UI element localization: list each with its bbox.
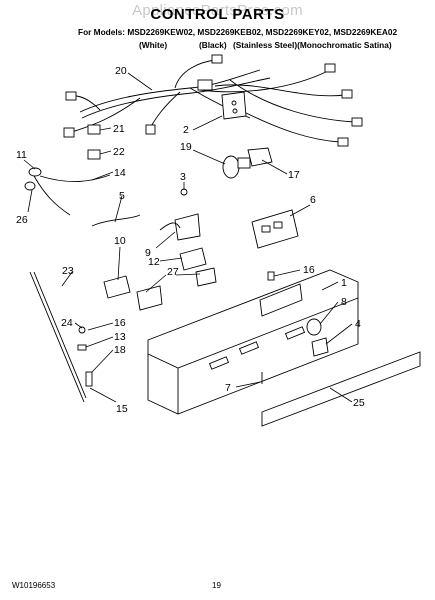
switch-part-4: [311, 337, 329, 357]
callout-5: 5: [119, 190, 125, 202]
callout-11: 11: [16, 149, 27, 161]
tube-part: [91, 214, 141, 227]
callout-16-upper: 16: [303, 264, 315, 276]
leader-lines: [23, 72, 353, 403]
label-part-27b: [195, 267, 217, 287]
bracket-part-12: [179, 247, 207, 271]
callout-14: 14: [114, 167, 126, 179]
control-board-part: [251, 209, 299, 249]
callout-20: 20: [115, 65, 127, 77]
connector-part-22: [87, 149, 101, 160]
callout-13: 13: [114, 331, 126, 343]
callout-25: 25: [353, 397, 365, 409]
callout-23: 23: [62, 265, 74, 277]
trim-part: [261, 351, 421, 427]
light-bulb-part: [222, 147, 273, 179]
callout-6: 6: [310, 194, 316, 206]
callout-15: 15: [116, 403, 128, 415]
callout-10: 10: [114, 235, 126, 247]
plate-part: [221, 91, 247, 120]
knob-part: [306, 318, 322, 336]
callout-8: 8: [341, 296, 347, 308]
callout-18: 18: [114, 344, 126, 356]
color-label-black: (Black): [199, 40, 227, 50]
callout-26: 26: [16, 214, 28, 226]
callout-19: 19: [180, 141, 192, 153]
thermistor-part: [24, 167, 111, 216]
doc-number: W10196653: [12, 581, 56, 590]
color-label-stainless: (Stainless Steel)(Monochromatic Satina): [233, 40, 392, 50]
callout-3: 3: [180, 171, 186, 183]
clip-part-13: [77, 344, 87, 351]
callout-27: 27: [167, 266, 179, 278]
callout-7: 7: [225, 382, 231, 394]
screw-part-24: [78, 326, 86, 334]
callout-21: 21: [113, 123, 125, 135]
color-label-white: (White): [139, 40, 168, 50]
rod-part: [29, 271, 85, 403]
callout-22: 22: [113, 146, 125, 158]
callout-4: 4: [355, 318, 361, 330]
callout-9: 9: [145, 247, 151, 259]
control-housing-part: [147, 269, 359, 415]
callout-24: 24: [61, 317, 73, 329]
bracket-part-10: [103, 275, 131, 299]
screw-part-16: [267, 271, 275, 281]
clip-part-18: [85, 371, 93, 387]
models-line: For Models: MSD2269KEW02, MSD2269KEB02, …: [78, 27, 398, 37]
callout-1: 1: [341, 277, 347, 289]
label-part-27a: [136, 285, 163, 311]
callout-2: 2: [183, 124, 189, 136]
damper-part: [159, 188, 201, 241]
callout-12: 12: [148, 256, 160, 268]
connector-part-21: [87, 124, 101, 135]
callout-17: 17: [288, 169, 300, 181]
watermark: AppliancePartsPros.com: [132, 2, 303, 19]
callout-16-lower: 16: [114, 317, 126, 329]
wire-harness: [63, 54, 363, 147]
page-title: CONTROL PARTS: [150, 6, 285, 23]
page-number: 19: [212, 581, 221, 590]
